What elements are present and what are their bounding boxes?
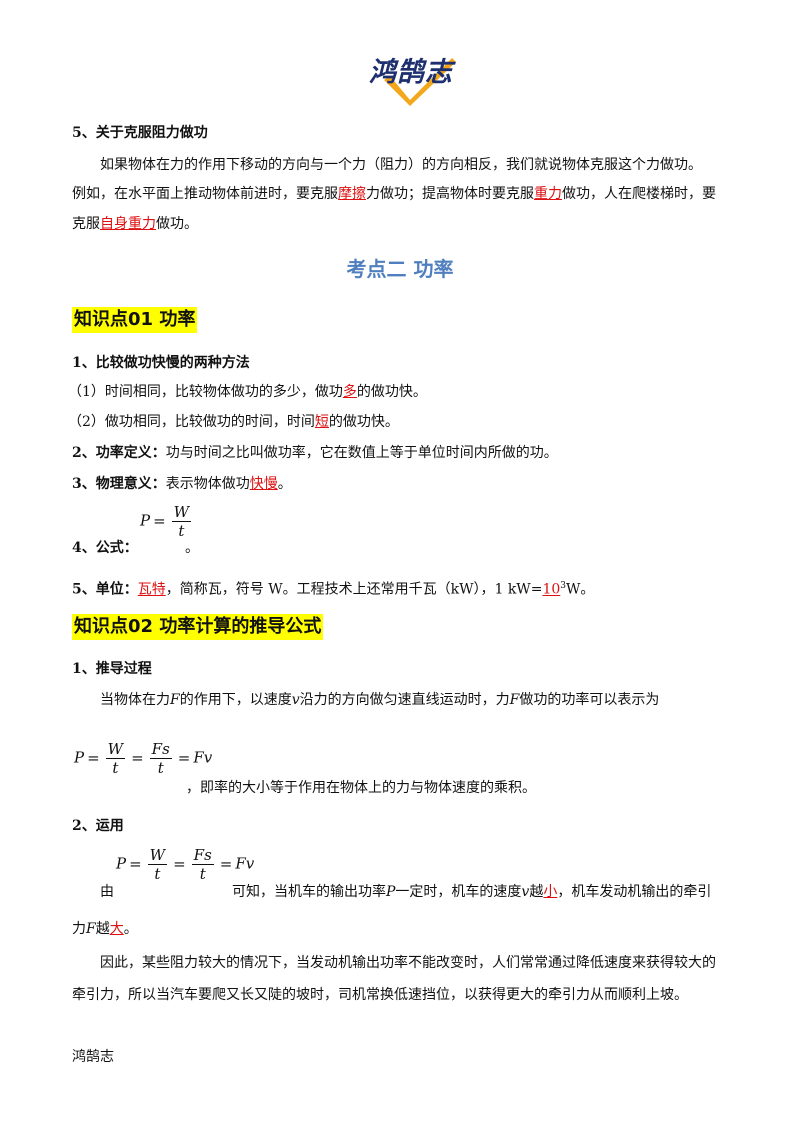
- k01-title: 知识点01 功率: [72, 307, 198, 333]
- hl-friction: 摩擦: [338, 186, 366, 202]
- k01-h1: 1、比较做功快慢的两种方法: [72, 355, 250, 371]
- k02-para1: 当物体在力F的作用下，以速度v沿力的方向做匀速直线运动时，力F做功的功率可以表示…: [100, 692, 660, 708]
- k01-definition: 2、功率定义：功与时间之比叫做功率，它在数值上等于单位时间内所做的功。: [72, 445, 558, 461]
- hl-gravity: 重力: [534, 186, 562, 202]
- k02-title: 知识点02 功率计算的推导公式: [72, 614, 324, 640]
- s5-para3: 克服自身重力做功。: [72, 216, 198, 232]
- k01-formula-end: 。: [185, 540, 199, 556]
- k01-formula-label: 4、公式：: [72, 540, 138, 556]
- logo-text: 鸿鹄志: [369, 57, 453, 88]
- s5-para2: 例如，在水平面上推动物体前进时，要克服摩擦力做功；提高物体时要克服重力做功，人在…: [72, 186, 716, 202]
- kaodian2-title: 考点二 功率: [346, 257, 454, 281]
- logo-check-icon: [384, 58, 456, 106]
- k01-method2: （2）做功相同，比较做功的时间，时间短的做功快。: [68, 414, 399, 430]
- k01-method1: （1）时间相同，比较物体做功的多少，做功多的做功快。: [68, 384, 427, 400]
- hl-own-weight: 自身重力: [100, 216, 156, 232]
- k02-h2: 2、运用: [72, 818, 124, 834]
- k02-para3: 因此，某些阻力较大的情况下，当发动机输出功率不能改变时，人们常常通过降低速度来获…: [100, 955, 716, 971]
- k02-use-line1: 可知，当机车的输出功率P一定时，机车的速度v越小，机车发动机输出的牵引: [232, 884, 712, 900]
- s5-heading: 5、关于克服阻力做功: [72, 125, 208, 141]
- k02-para2: ，即率的大小等于作用在物体上的力与物体速度的乘积。: [186, 780, 536, 796]
- page-footer: 鸿鹄志: [72, 1049, 114, 1065]
- k02-use-by: 由: [100, 884, 114, 900]
- k02-use-line2: 力F越大。: [72, 921, 138, 937]
- logo: 鸿鹄志: [352, 48, 467, 106]
- k02-para4: 牵引力，所以当汽车要爬又长又陡的坡时，司机常换低速挡位，以获得更大的牵引力从而顺…: [72, 987, 688, 1003]
- k02-h1: 1、推导过程: [72, 661, 152, 677]
- k01-meaning: 3、物理意义：表示物体做功快慢。: [72, 476, 292, 492]
- k01-unit: 5、单位：瓦特，简称瓦，符号 W。工程技术上还常用千瓦（kW），1 kW=103…: [72, 581, 595, 598]
- s5-para1: 如果物体在力的作用下移动的方向与一个力（阻力）的方向相反，我们就说物体克服这个力…: [100, 157, 702, 173]
